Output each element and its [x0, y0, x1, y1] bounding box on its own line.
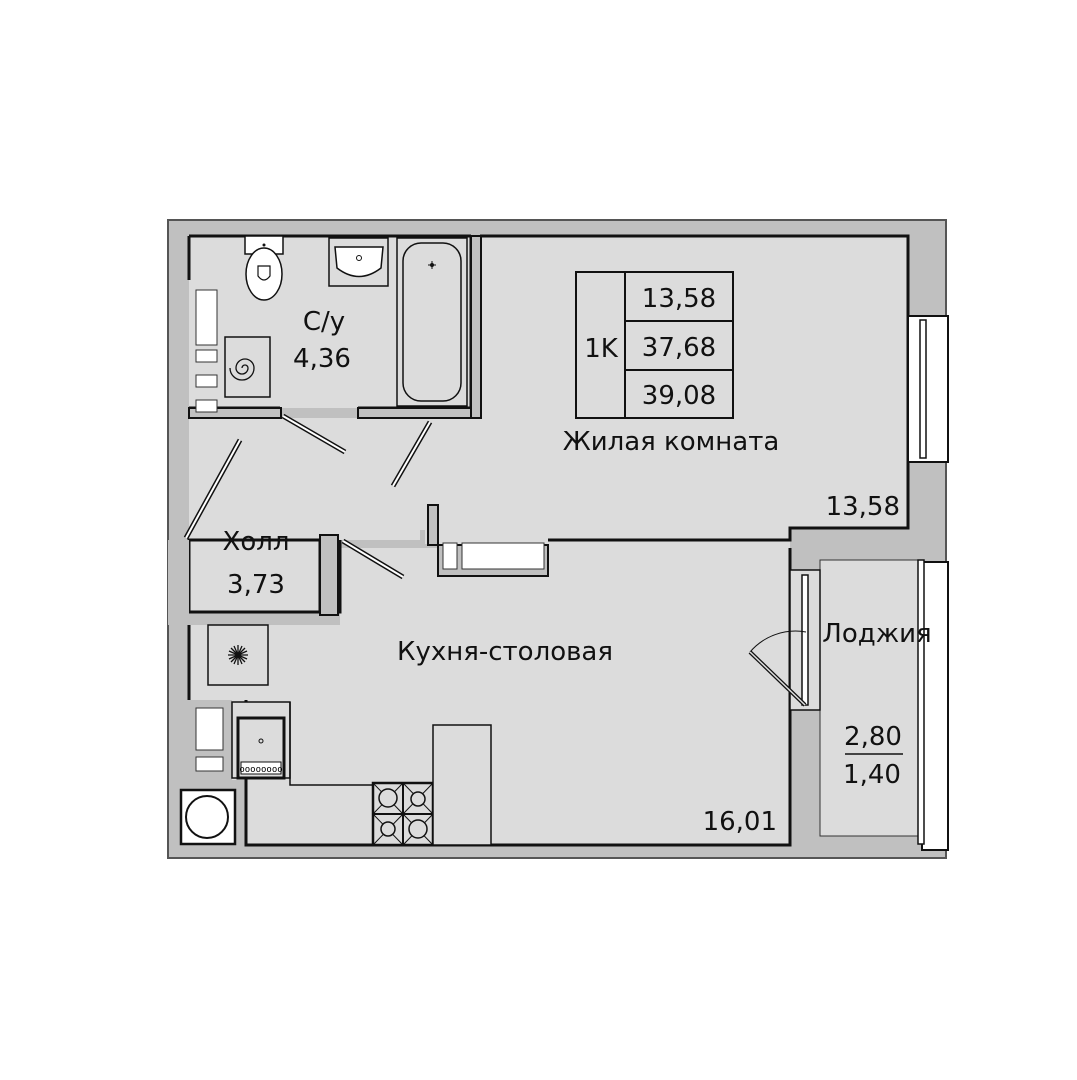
living-room-name: Жилая комната — [563, 427, 780, 457]
loggia-window-frame — [921, 561, 949, 851]
stove-icon — [371, 781, 435, 847]
refrigerator-icon — [432, 724, 492, 846]
loggia-door-leaf[interactable] — [801, 574, 809, 706]
living-area-value: 13,58 — [642, 284, 716, 314]
sink-icon — [328, 237, 389, 287]
radiator-large — [461, 542, 545, 570]
kitchen-area: 16,01 — [703, 807, 777, 837]
hall-area: 3,73 — [227, 570, 285, 600]
countertop — [289, 702, 373, 786]
loggia-window-glass[interactable] — [917, 559, 925, 845]
loggia-name: Лоджия — [822, 619, 931, 649]
boiler-icon — [224, 336, 271, 398]
total-with-loggia-value: 39,08 — [642, 381, 716, 411]
bathtub-icon — [396, 237, 468, 407]
hall-column — [319, 534, 339, 616]
bathroom-radiators — [195, 289, 218, 413]
living-window-glass[interactable] — [919, 319, 927, 459]
svg-text:oooooooo: oooooooo — [239, 765, 282, 775]
bathroom-wall-right — [470, 235, 482, 419]
living-room-area: 13,58 — [826, 492, 900, 522]
hall-name: Холл — [223, 527, 290, 557]
ventilation-shaft-icon — [207, 624, 269, 686]
living-window-frame — [907, 315, 949, 463]
toilet-icon — [244, 235, 284, 301]
bathroom-wall-bottom-right — [357, 407, 479, 419]
bathroom-area: 4,36 — [293, 344, 351, 374]
loggia-area-reduced: 1,40 — [843, 760, 901, 790]
bathroom-name: С/у — [303, 307, 345, 337]
doors — [183, 413, 433, 580]
total-area-value: 37,68 — [642, 333, 716, 363]
washing-machine-icon — [179, 788, 237, 846]
kitchen-floor — [189, 548, 790, 845]
loggia-floor — [819, 559, 923, 837]
kitchen-name: Кухня-столовая — [397, 637, 613, 667]
loggia-door-swing — [749, 630, 807, 653]
kitchen-radiators — [195, 707, 224, 772]
bathroom-wall-bottom-left — [188, 407, 282, 419]
living-room-floor — [432, 236, 908, 540]
kitchen-sink-icon: oooooooo — [231, 701, 291, 780]
hall-left-wall — [168, 540, 189, 625]
radiator-small — [442, 542, 458, 570]
loggia-area-full: 2,80 — [844, 722, 902, 752]
area-summary-table: 1K 13,58 37,68 39,08 — [575, 271, 734, 419]
apartment-type-label: 1K — [584, 334, 619, 364]
